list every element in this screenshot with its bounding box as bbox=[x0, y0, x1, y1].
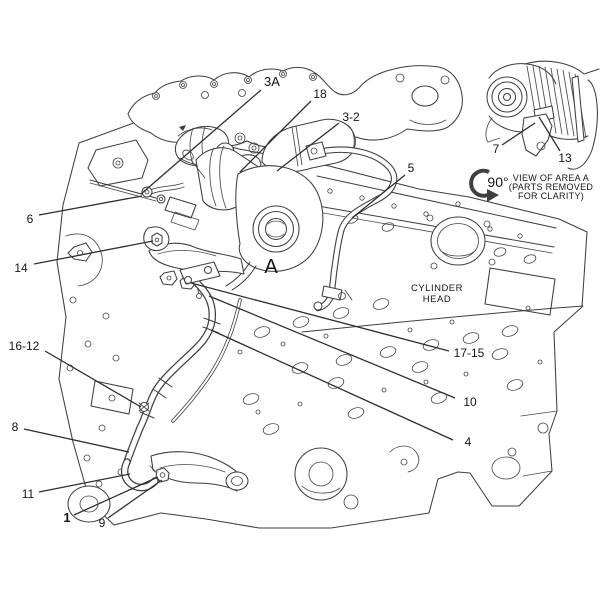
callout-8-label: 8 bbox=[12, 420, 19, 434]
callout-11-leader bbox=[38, 473, 131, 493]
callout-17-15-label: 17-15 bbox=[454, 346, 485, 360]
cylinder-head-label-line1: CYLINDER bbox=[411, 283, 463, 294]
callout-5-leader bbox=[351, 174, 406, 219]
callout-18-leader bbox=[239, 100, 312, 173]
callout-9-leader bbox=[107, 479, 163, 519]
cylinder-head-label-line2: HEAD bbox=[423, 294, 451, 305]
callout-1-label: 1 bbox=[63, 510, 70, 525]
callout-1-leader bbox=[73, 476, 159, 516]
callout-5-label: 5 bbox=[408, 161, 415, 175]
callout-14-leader bbox=[33, 240, 154, 265]
callout-3-2-leader bbox=[276, 122, 340, 172]
callout-4-leader bbox=[210, 329, 454, 441]
callout-17-15-leader bbox=[190, 282, 450, 352]
area-a-marker: A bbox=[264, 256, 278, 278]
callout-4-label: 4 bbox=[465, 435, 472, 449]
view-note-line2: (PARTS REMOVED bbox=[509, 182, 594, 192]
callout-7-leader bbox=[501, 122, 536, 146]
callout-9-label: 9 bbox=[99, 516, 106, 530]
inset-view-drawing bbox=[485, 60, 600, 170]
view-note-line3: FOR CLARITY) bbox=[518, 191, 584, 201]
callout-3A-label: 3A bbox=[264, 74, 280, 89]
water-inlet-hose-drawing bbox=[120, 451, 249, 492]
callout-3-2-label: 3-2 bbox=[342, 110, 360, 124]
angle-90-label: 90° bbox=[487, 174, 508, 190]
rotation-arrow-icon bbox=[469, 168, 499, 202]
callout-18-label: 18 bbox=[313, 87, 327, 101]
callout-10-label: 10 bbox=[463, 395, 477, 409]
callout-7-label: 7 bbox=[493, 142, 500, 156]
callout-16-12-leader bbox=[44, 350, 142, 408]
oil-drain-tube-drawing bbox=[123, 261, 242, 466]
callout-8-leader bbox=[23, 428, 130, 453]
callout-6-label: 6 bbox=[27, 212, 34, 226]
callout-6-leader bbox=[38, 195, 143, 216]
callout-11-label: 11 bbox=[22, 487, 35, 501]
callout-14-label: 14 bbox=[14, 261, 28, 275]
coolant-pipe-drawing bbox=[305, 141, 398, 312]
callout-13-leader bbox=[538, 116, 561, 152]
callout-13-label: 13 bbox=[558, 151, 572, 165]
engine-block-drawing bbox=[56, 120, 588, 529]
callout-3A-leader bbox=[140, 89, 262, 195]
view-note-line1: VIEW OF AREA A bbox=[513, 173, 589, 183]
callout-10-leader bbox=[208, 295, 456, 399]
callout-16-12-label: 16-12 bbox=[9, 339, 40, 353]
